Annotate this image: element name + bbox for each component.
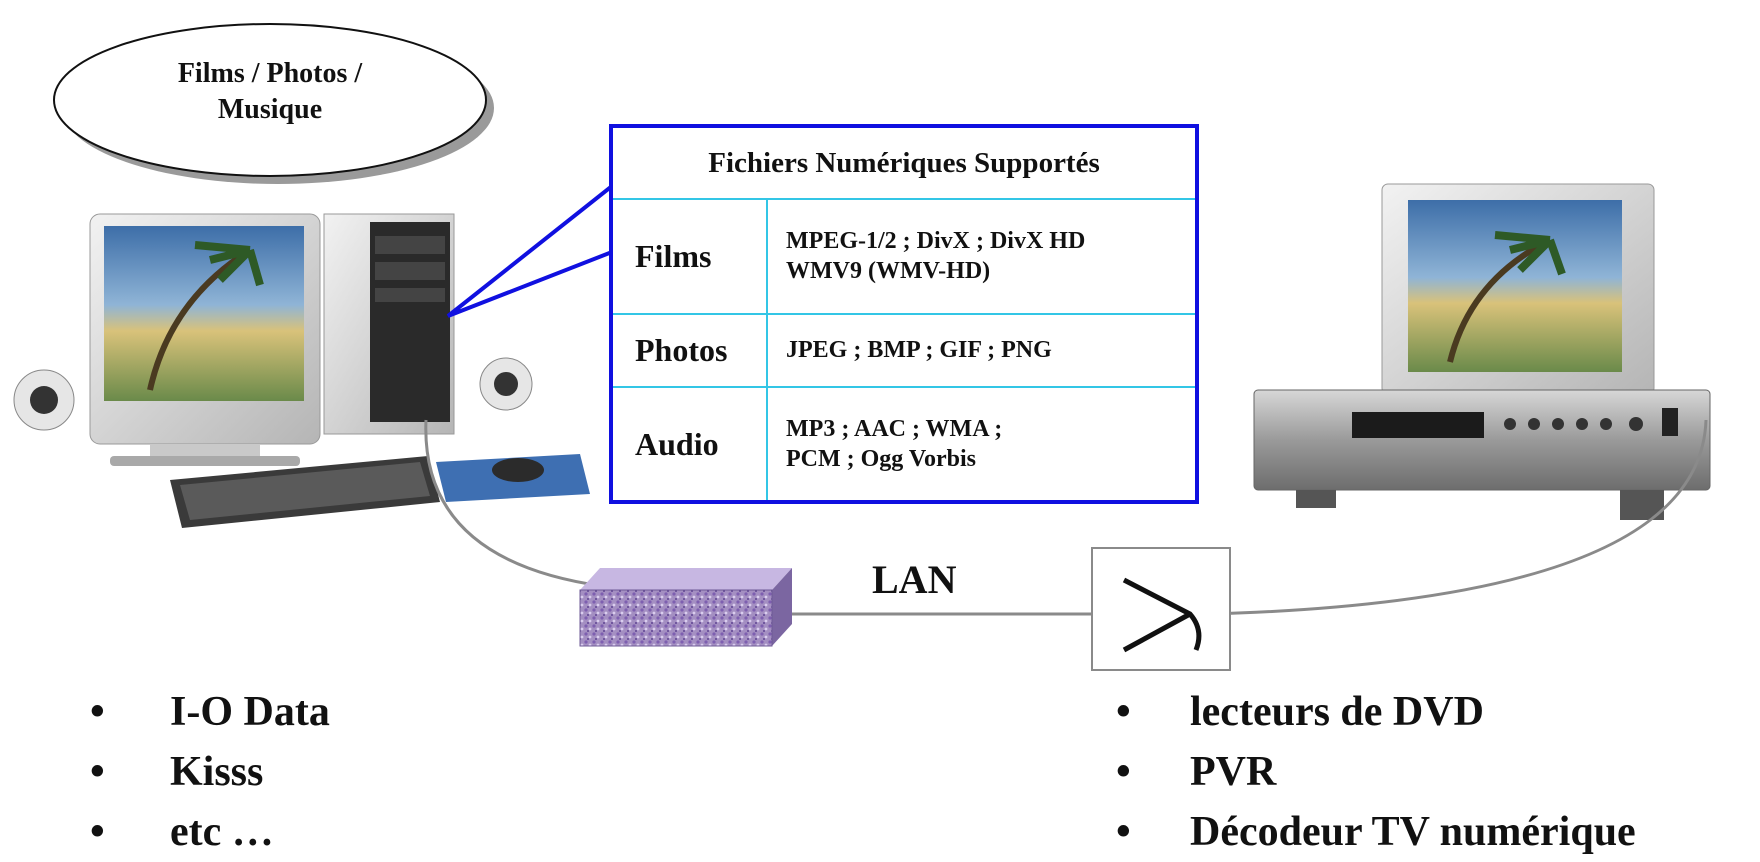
list-item: I-O Data [30, 682, 330, 742]
row-category: Photos [613, 312, 768, 389]
table-row: Films MPEG-1/2 ; DivX ; DivX HD WMV9 (WM… [613, 198, 1195, 315]
lan-label: LAN [872, 557, 957, 602]
list-item: PVR [1056, 742, 1636, 802]
row-formats: MPEG-1/2 ; DivX ; DivX HD WMV9 (WMV-HD) [766, 198, 1195, 315]
table-row: Audio MP3 ; AAC ; WMA ; PCM ; Ogg Vorbis [613, 386, 1195, 500]
row-category: Films [613, 198, 768, 315]
network-switch [579, 568, 792, 647]
table-row: Photos JPEG ; BMP ; GIF ; PNG [613, 312, 1195, 389]
bubble-line-2: Musique [217, 94, 323, 125]
bubble-line-1: Films / Photos / [177, 58, 363, 89]
list-item: lecteurs de DVD [1056, 682, 1636, 742]
list-item: etc … [30, 802, 330, 862]
formats-line: PCM ; Ogg Vorbis [786, 446, 977, 473]
formats-line: WMV9 (WMV-HD) [786, 258, 991, 285]
table-title: Fichiers Numériques Supportés [613, 128, 1195, 200]
clients-list: lecteurs de DVD PVR Décodeur TV numériqu… [1056, 682, 1636, 862]
callout-pointer [446, 181, 614, 318]
formats-line: MPEG-1/2 ; DivX ; DivX HD [786, 228, 1086, 255]
supported-formats-table: Fichiers Numériques Supportés Films MPEG… [609, 124, 1199, 504]
pc-icon [13, 213, 590, 528]
connector-icon [1091, 547, 1231, 671]
formats-line: MP3 ; AAC ; WMA ; [786, 416, 1003, 443]
list-item: Décodeur TV numérique [1056, 802, 1636, 862]
servers-list: I-O Data Kisss etc … [30, 682, 330, 862]
formats-line: JPEG ; BMP ; GIF ; PNG [786, 337, 1052, 364]
row-formats: MP3 ; AAC ; WMA ; PCM ; Ogg Vorbis [766, 386, 1195, 500]
media-bubble [53, 23, 494, 184]
tv-dvd-icon [1253, 183, 1711, 520]
list-item: Kisss [30, 742, 330, 802]
bubble-label: Films / Photos / Musique [105, 56, 435, 128]
row-formats: JPEG ; BMP ; GIF ; PNG [766, 312, 1195, 389]
row-category: Audio [613, 386, 768, 500]
